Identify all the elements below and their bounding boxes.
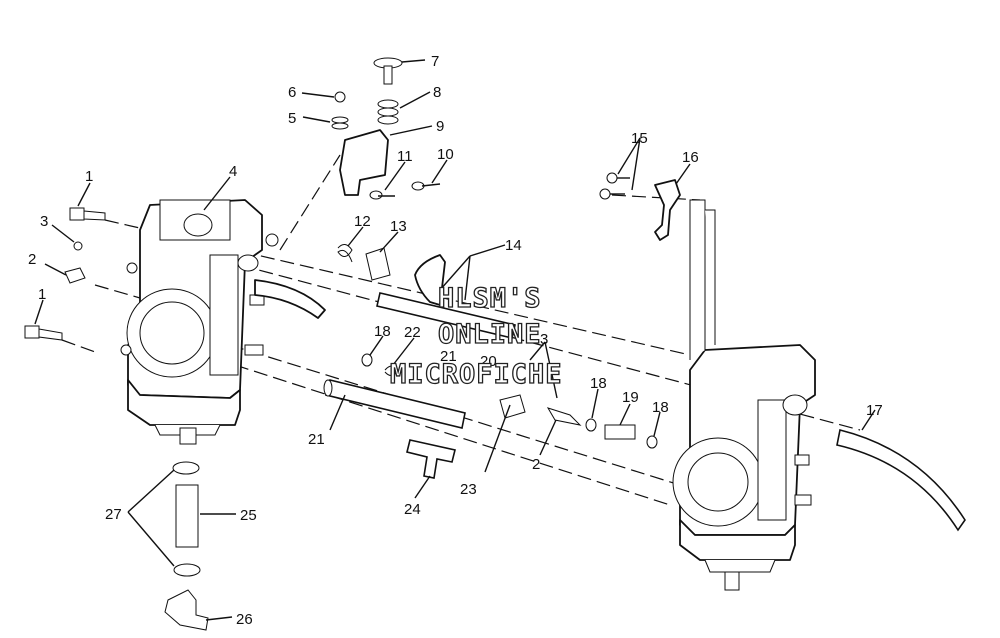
part-label-9: 9: [436, 118, 444, 135]
watermark-line-3: MICROFICHE: [390, 359, 563, 390]
part-label-18b: 18: [590, 375, 607, 392]
watermark-line-2: ONLINE: [438, 319, 542, 350]
part-label-7: 7: [431, 53, 439, 70]
part-label-4: 4: [229, 163, 237, 180]
part-label-17: 17: [866, 402, 883, 419]
part-label-3a: 3: [40, 213, 48, 230]
part-label-19: 19: [622, 389, 639, 406]
watermark-line-1: HLSM'S: [438, 283, 542, 314]
part-label-20: 20: [480, 353, 497, 370]
part-label-14: 14: [505, 237, 522, 254]
part-label-21a: 21: [440, 348, 457, 365]
part-label-16: 16: [682, 149, 699, 166]
part-label-27: 27: [105, 506, 122, 523]
shafts: [323, 292, 966, 532]
part-label-23: 23: [460, 481, 477, 498]
part-label-1b: 1: [38, 286, 46, 303]
part-label-25: 25: [240, 507, 257, 524]
part-label-3b: 3: [540, 331, 548, 348]
part-label-10: 10: [437, 146, 454, 163]
part-label-11: 11: [397, 148, 413, 165]
leader-lines: [34, 59, 876, 621]
part-label-24: 24: [404, 501, 421, 518]
part-label-2a: 2: [28, 251, 36, 268]
part-labels: 1 1 2 2 3 3 4 5 6 7 8 9 10 11 12 13 14 1…: [28, 53, 883, 628]
part-label-15: 15: [631, 130, 648, 147]
left-carburetor: [120, 199, 326, 445]
linkage-parts: [331, 57, 681, 306]
part-label-13: 13: [390, 218, 407, 235]
part-label-5: 5: [288, 110, 296, 127]
part-label-12: 12: [354, 213, 371, 230]
small-hardware: [24, 207, 658, 631]
part-label-26: 26: [236, 611, 253, 628]
part-label-22: 22: [404, 324, 421, 341]
part-label-6: 6: [288, 84, 296, 101]
part-label-18c: 18: [652, 399, 669, 416]
part-label-2b: 2: [532, 456, 540, 473]
part-label-18a: 18: [374, 323, 391, 340]
right-carburetor: [672, 199, 816, 591]
part-label-21b: 21: [308, 431, 325, 448]
part-label-8: 8: [433, 84, 441, 101]
part-label-1a: 1: [85, 168, 93, 185]
watermark: HLSM'S ONLINE MICROFICHE: [389, 282, 563, 390]
